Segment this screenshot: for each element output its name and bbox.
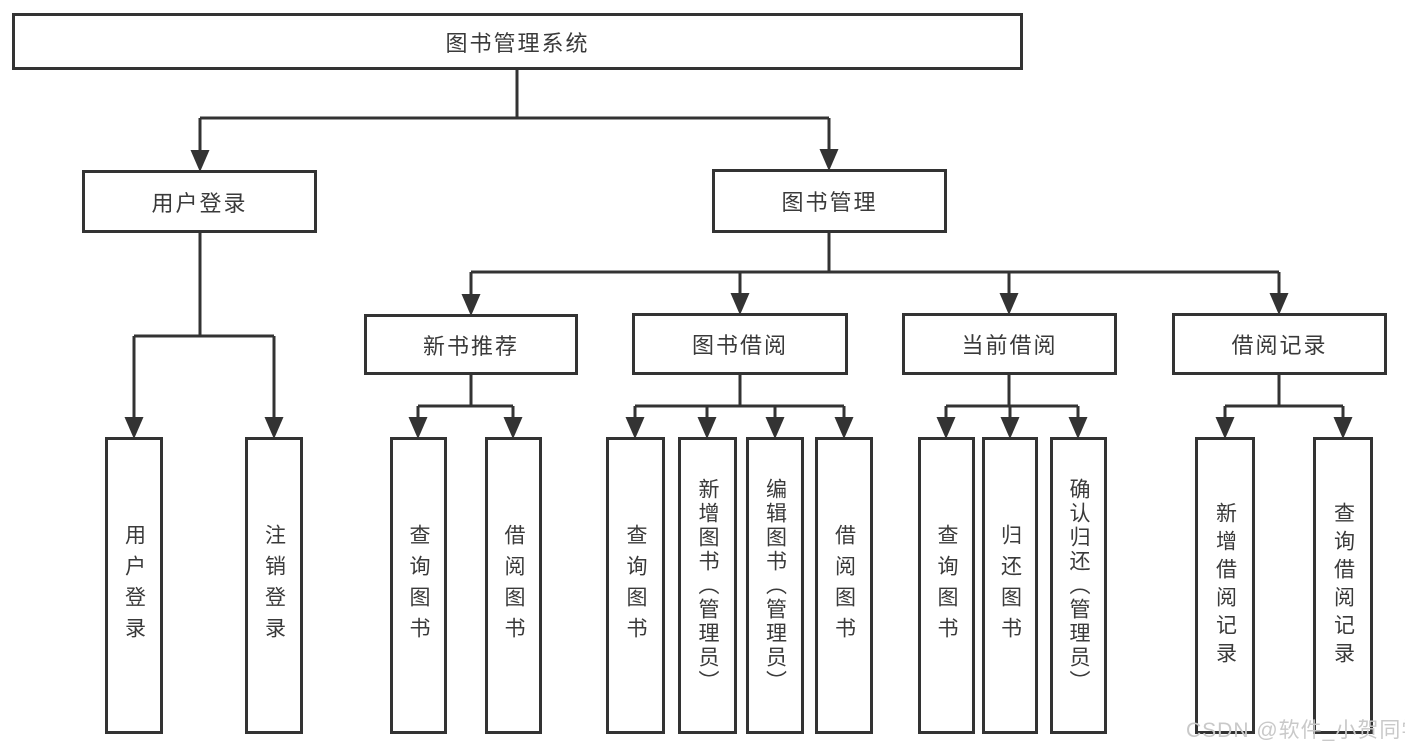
csdn-watermark: CSDN @软件_小贺同学 (1186, 719, 1405, 742)
node-recommend-query-books-label: 查询图书 (407, 523, 430, 648)
node-current-query-books-label: 查询图书 (935, 523, 958, 648)
node-login-logout: 注销登录 (245, 437, 303, 734)
node-book-management: 图书管理 (712, 169, 947, 233)
node-current-borrow-label: 当前借阅 (961, 333, 1058, 358)
node-current-confirm-return-admin: 确认归还（管理员） (1050, 437, 1107, 734)
node-records-add-record: 新增借阅记录 (1195, 437, 1255, 734)
node-current-return-books-label: 归还图书 (998, 523, 1022, 648)
node-borrow-query-books-label: 查询图书 (624, 523, 647, 648)
node-new-book-recommend: 新书推荐 (364, 314, 578, 375)
node-records-query-record: 查询借阅记录 (1313, 437, 1373, 734)
node-borrow-borrow-books-label: 借阅图书 (832, 523, 856, 648)
node-recommend-borrow-books: 借阅图书 (485, 437, 542, 734)
node-book-management-label: 图书管理 (781, 190, 878, 215)
node-borrow-records-label: 借阅记录 (1231, 333, 1328, 358)
node-current-confirm-return-admin-label: 确认归还（管理员） (1067, 477, 1090, 694)
node-borrow-add-books-admin-label: 新增图书（管理员） (696, 477, 719, 694)
node-login-user-label: 用户登录 (122, 523, 146, 648)
node-borrow-query-books: 查询图书 (606, 437, 665, 734)
node-user-login: 用户登录 (82, 170, 317, 233)
node-book-borrow-label: 图书借阅 (691, 333, 788, 358)
node-records-add-record-label: 新增借阅记录 (1213, 501, 1237, 670)
node-recommend-query-books: 查询图书 (390, 437, 447, 734)
node-login-logout-label: 注销登录 (262, 523, 286, 648)
node-current-borrow: 当前借阅 (902, 313, 1117, 375)
node-current-query-books: 查询图书 (918, 437, 975, 734)
node-borrow-edit-books-admin: 编辑图书（管理员） (746, 437, 804, 734)
node-root: 图书管理系统 (12, 13, 1023, 70)
node-borrow-edit-books-admin-label: 编辑图书（管理员） (763, 477, 787, 694)
node-borrow-borrow-books: 借阅图书 (815, 437, 873, 734)
node-user-login-label: 用户登录 (151, 190, 248, 216)
node-new-book-recommend-label: 新书推荐 (422, 333, 519, 359)
node-book-borrow: 图书借阅 (632, 313, 848, 375)
node-recommend-borrow-books-label: 借阅图书 (502, 523, 525, 648)
node-root-label: 图书管理系统 (445, 30, 590, 56)
node-borrow-records: 借阅记录 (1172, 313, 1387, 375)
node-login-user: 用户登录 (105, 437, 163, 734)
node-records-query-record-label: 查询借阅记录 (1331, 501, 1355, 670)
node-current-return-books: 归还图书 (982, 437, 1038, 734)
node-borrow-add-books-admin: 新增图书（管理员） (678, 437, 737, 734)
